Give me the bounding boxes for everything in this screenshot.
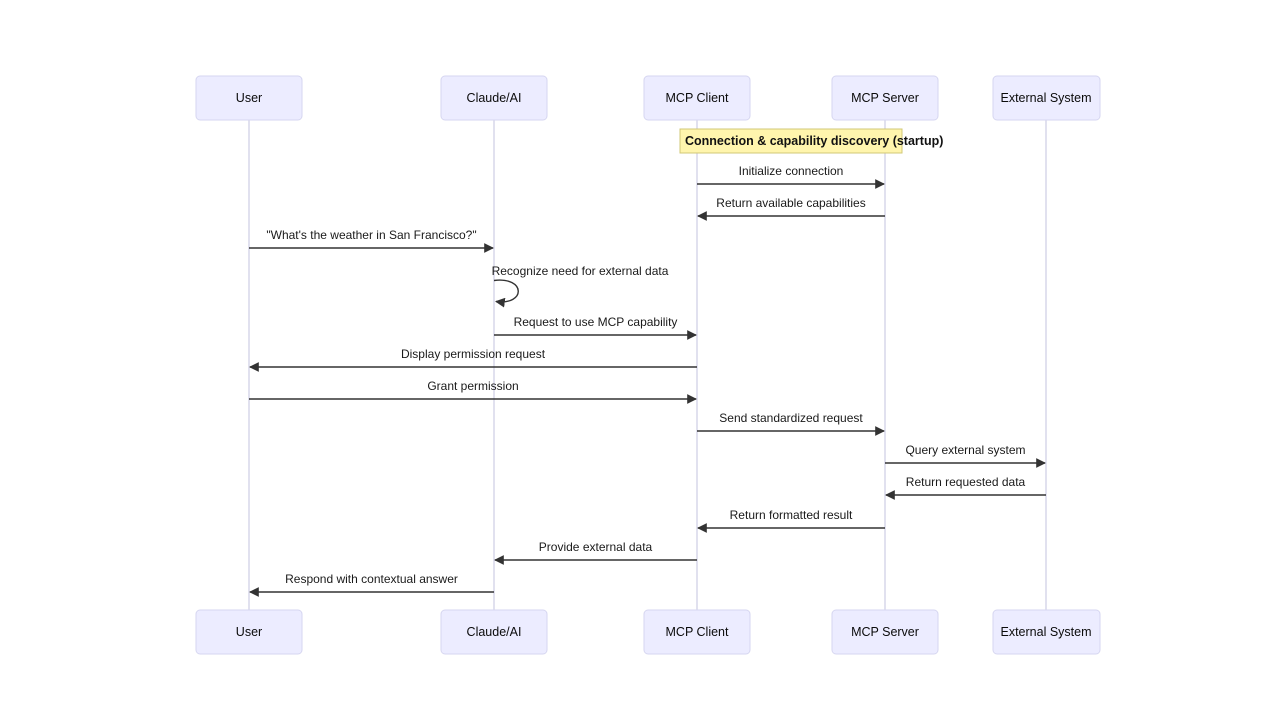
message-label-m6: Display permission request (401, 347, 546, 361)
participant-box-mcp_client-bottom[interactable] (643, 609, 751, 655)
message-label-m10: Return requested data (906, 475, 1026, 489)
participant-box-external-top[interactable] (992, 75, 1101, 121)
participant-label-mcp_server-bottom: MCP Server (851, 625, 919, 639)
participant-label-mcp_server-top: MCP Server (851, 91, 919, 105)
message-label-m3: "What's the weather in San Francisco?" (266, 228, 476, 242)
message-m1: Initialize connection (697, 164, 885, 189)
participant-box-mcp_client-top[interactable] (643, 75, 751, 121)
message-label-m5: Request to use MCP capability (514, 315, 678, 329)
participant-box-claude-top[interactable] (440, 75, 548, 121)
participant-label-external-bottom: External System (1000, 625, 1091, 639)
message-label-m2: Return available capabilities (716, 196, 865, 210)
message-label-m1: Initialize connection (739, 164, 844, 178)
participant-box-user-bottom[interactable] (195, 609, 303, 655)
message-label-m11: Return formatted result (730, 508, 853, 522)
lifelines-group (248, 120, 1047, 610)
message-m2: Return available capabilities (697, 196, 885, 221)
participant-label-user-bottom: User (236, 625, 262, 639)
message-label-m7: Grant permission (427, 379, 518, 393)
message-m8: Send standardized request (697, 411, 885, 436)
message-m11: Return formatted result (697, 508, 885, 533)
participant-label-user-top: User (236, 91, 262, 105)
message-m13: Respond with contextual answer (249, 572, 494, 597)
message-label-m4: Recognize need for external data (492, 264, 669, 278)
participant-label-claude-bottom: Claude/AI (467, 625, 522, 639)
message-m12: Provide external data (494, 540, 697, 565)
participant-label-claude-top: Claude/AI (467, 91, 522, 105)
message-m5: Request to use MCP capability (494, 315, 697, 340)
message-m9: Query external system (885, 443, 1046, 468)
participant-label-external-top: External System (1000, 91, 1091, 105)
message-arrow-m4 (493, 279, 519, 308)
note-label-startup-note: Connection & capability discovery (start… (685, 134, 943, 148)
message-m4: Recognize need for external data (492, 264, 669, 308)
participant-label-mcp_client-bottom: MCP Client (666, 625, 730, 639)
participant-box-mcp_server-top[interactable] (831, 75, 939, 121)
note-box-startup-note (679, 128, 903, 154)
message-label-m9: Query external system (905, 443, 1025, 457)
participant-box-claude-bottom[interactable] (440, 609, 548, 655)
message-label-m12: Provide external data (539, 540, 653, 554)
participant-box-mcp_server-bottom[interactable] (831, 609, 939, 655)
message-m10: Return requested data (885, 475, 1046, 500)
message-m7: Grant permission (249, 379, 697, 404)
participant-box-user-top[interactable] (195, 75, 303, 121)
message-label-m8: Send standardized request (719, 411, 863, 425)
notes-group: Connection & capability discovery (start… (679, 128, 943, 154)
message-label-m13: Respond with contextual answer (285, 572, 458, 586)
participant-box-external-bottom[interactable] (992, 609, 1101, 655)
participant-label-mcp_client-top: MCP Client (666, 91, 730, 105)
message-m6: Display permission request (249, 347, 697, 372)
message-m3: "What's the weather in San Francisco?" (249, 228, 494, 253)
